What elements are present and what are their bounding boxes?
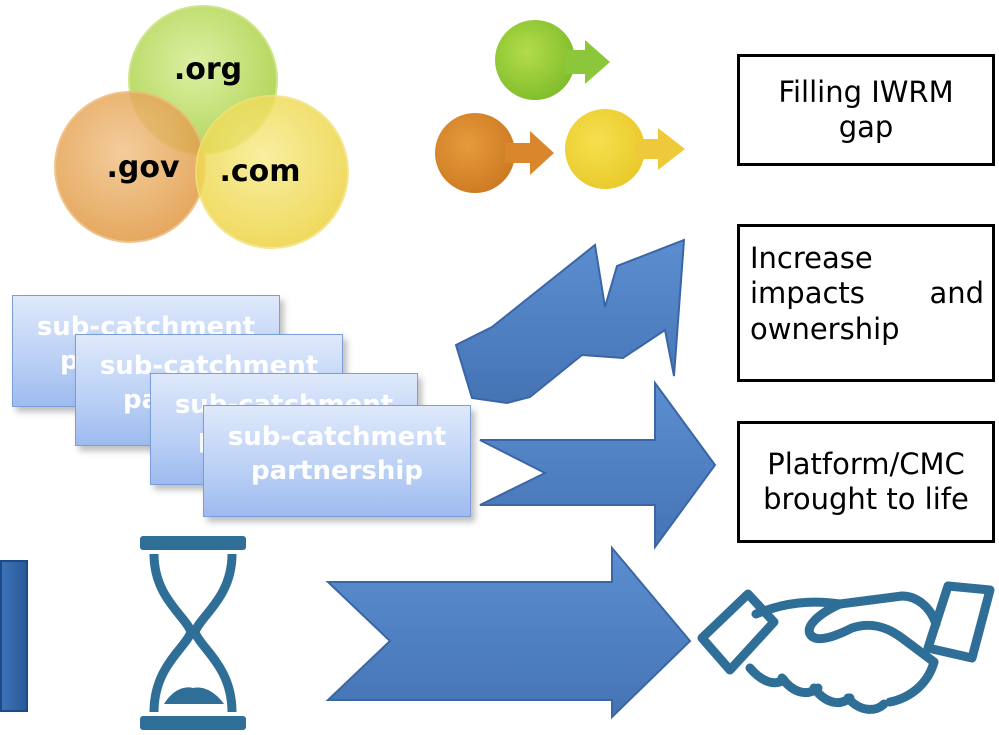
edge-block [0,560,28,712]
outcome-gap-text: Filling IWRM gap [778,74,954,144]
com-circle [195,95,349,249]
gov-label: .gov [106,150,180,185]
orange-node-arrow [505,131,554,175]
partnership-card-4: sub-catchment partnership [203,405,471,517]
outcome-impacts-box: Increase impacts and ownership [737,224,995,382]
yellow-node [565,109,645,189]
impacts-word: impacts [750,276,865,311]
card-4-line2: partnership [251,456,423,486]
bottom-arrow [325,545,692,720]
green-node-arrow [565,40,610,84]
impacts-line3: ownership [750,311,900,346]
hourglass-icon [140,536,246,730]
and-word: and [929,276,984,311]
orange-node [435,113,515,193]
middle-arrow [479,379,717,551]
outcome-gap-box: Filling IWRM gap [737,54,995,166]
handshake-icon [697,581,995,714]
yellow-node-arrow [635,128,685,170]
diagonal-arrow [454,238,686,405]
com-label: .com [219,154,301,189]
impacts-line1: Increase [750,241,873,275]
outcome-platform-box: Platform/CMC brought to life [737,421,995,543]
circle-arrow-chain [435,20,685,193]
impacts-line2: impacts and [750,276,984,311]
card-4-line1: sub-catchment [227,422,447,452]
outcome-platform-text: Platform/CMC brought to life [763,446,969,516]
green-node [495,20,575,100]
venn-diagram [54,5,349,249]
org-label: .org [173,52,243,87]
